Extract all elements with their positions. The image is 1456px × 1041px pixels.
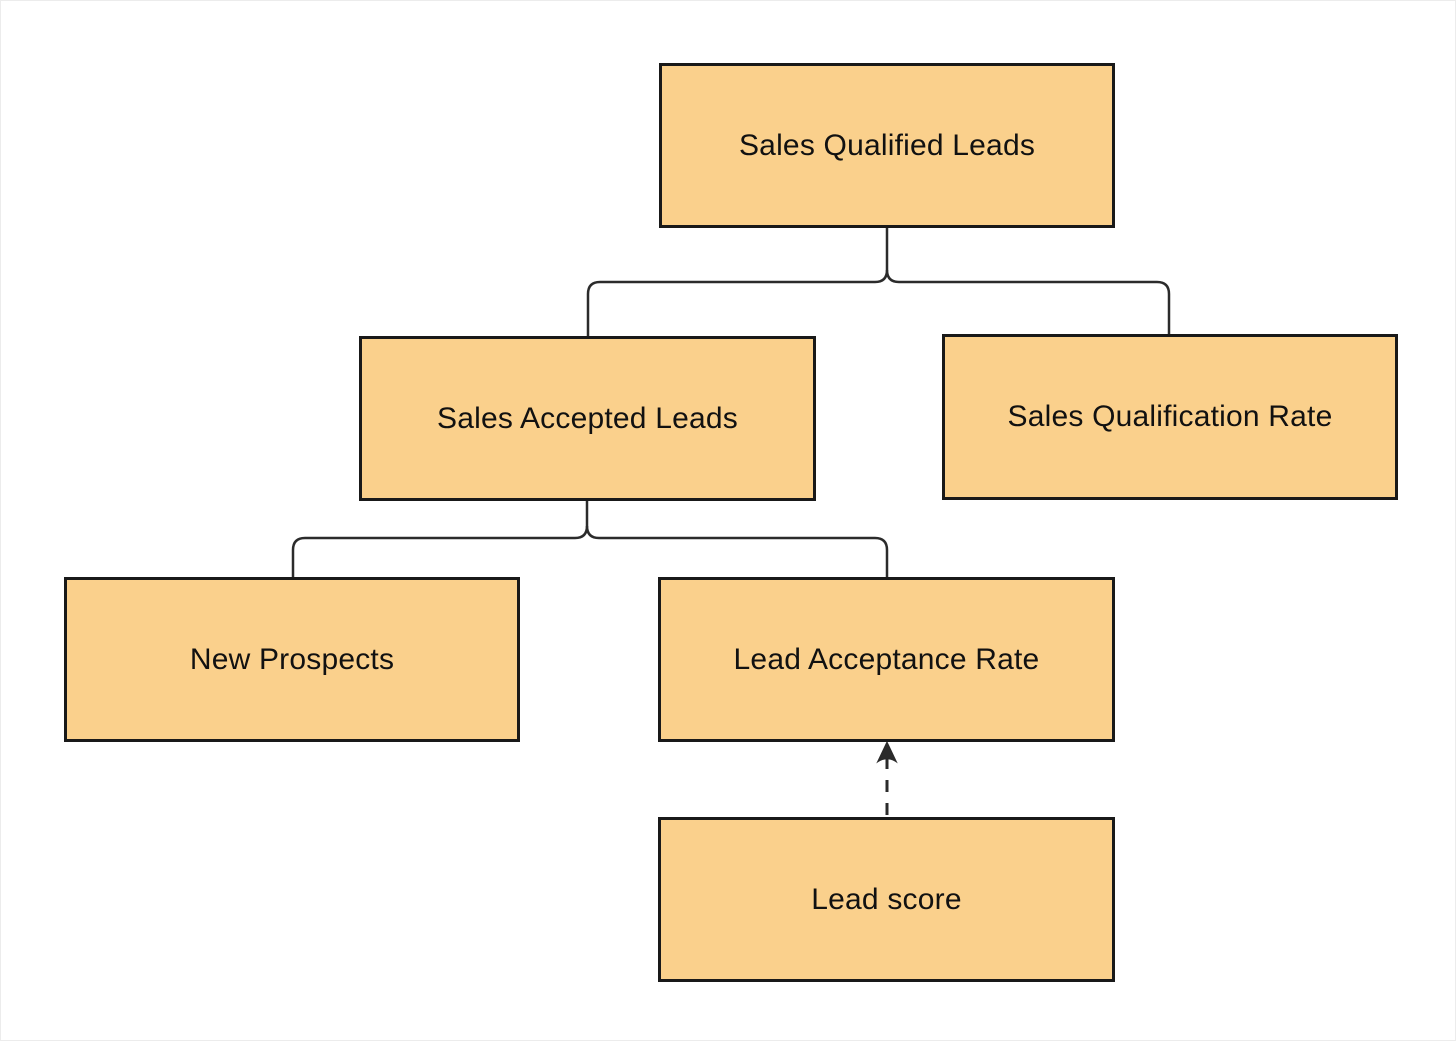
node-lead-score: Lead score [658, 817, 1115, 982]
node-label: Sales Qualified Leads [738, 128, 1036, 162]
node-label: Lead Acceptance Rate [733, 642, 1040, 676]
node-label: New Prospects [189, 642, 395, 676]
node-label: Sales Accepted Leads [437, 401, 738, 435]
node-new-prospects: New Prospects [64, 577, 520, 742]
node-sales-qualification-rate: Sales Qualification Rate [942, 334, 1398, 500]
edge-sql-to-sal [586, 227, 889, 336]
arrowhead-up-icon [876, 740, 898, 764]
node-sales-qualified-leads: Sales Qualified Leads [659, 63, 1115, 228]
edge-sal-to-lar [585, 525, 889, 577]
node-sales-accepted-leads: Sales Accepted Leads [359, 336, 816, 501]
edge-sal-to-np [291, 501, 589, 577]
node-lead-acceptance-rate: Lead Acceptance Rate [658, 577, 1115, 742]
node-label: Lead score [811, 882, 962, 916]
node-label: Sales Qualification Rate [1007, 400, 1333, 433]
edge-sql-to-sqr [885, 269, 1171, 334]
